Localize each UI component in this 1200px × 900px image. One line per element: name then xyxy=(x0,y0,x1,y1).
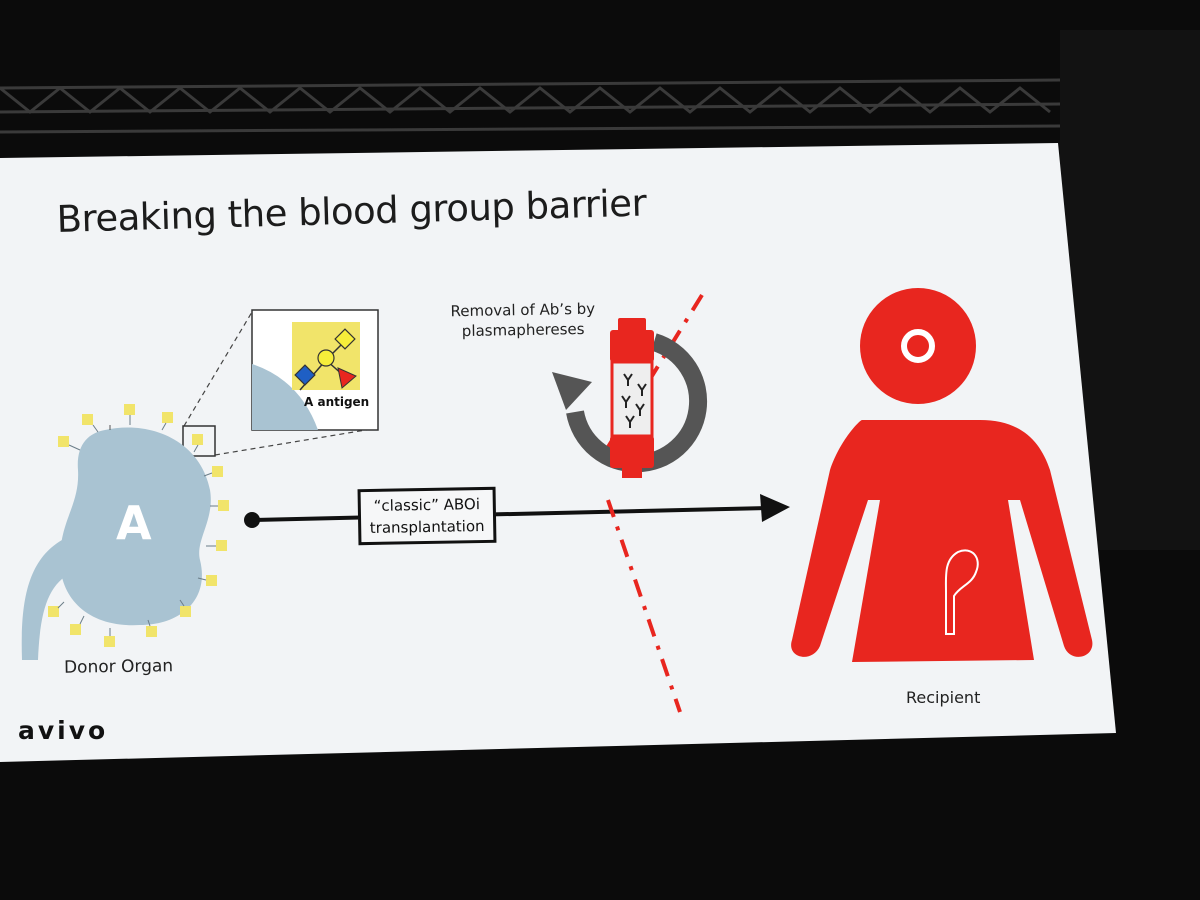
transplant-arrow xyxy=(244,494,790,528)
glycan-antigen-icon xyxy=(294,328,357,391)
antigen-inset xyxy=(251,309,379,431)
transplant-line2: transplantation xyxy=(369,516,485,537)
person-silhouette xyxy=(791,288,1093,662)
zoom-lines xyxy=(183,311,379,456)
recipient-kidney-icon xyxy=(944,549,979,635)
circular-arrow-icon xyxy=(552,333,708,473)
recipient-label: Recipient xyxy=(906,688,981,707)
organ-letter: A xyxy=(116,496,152,550)
donor-label: Donor Organ xyxy=(63,656,174,678)
antigen-stalks xyxy=(57,415,218,636)
zoom-source-box xyxy=(182,425,216,457)
ceiling-truss xyxy=(0,78,1061,134)
removal-label: Removal of Ab’s by plasmaphereses xyxy=(450,299,596,341)
kidney-icon xyxy=(21,427,211,660)
antigen-label: A antigen xyxy=(304,395,370,409)
transplant-line1: “classic” ABOi xyxy=(373,495,481,515)
transplant-box: “classic” ABOi transplantation xyxy=(357,486,497,546)
brand-logo: avivo xyxy=(18,716,109,745)
projection-screen xyxy=(0,143,1116,762)
surface-antigens xyxy=(48,404,229,647)
plasmapheresis-column-icon xyxy=(610,318,654,478)
